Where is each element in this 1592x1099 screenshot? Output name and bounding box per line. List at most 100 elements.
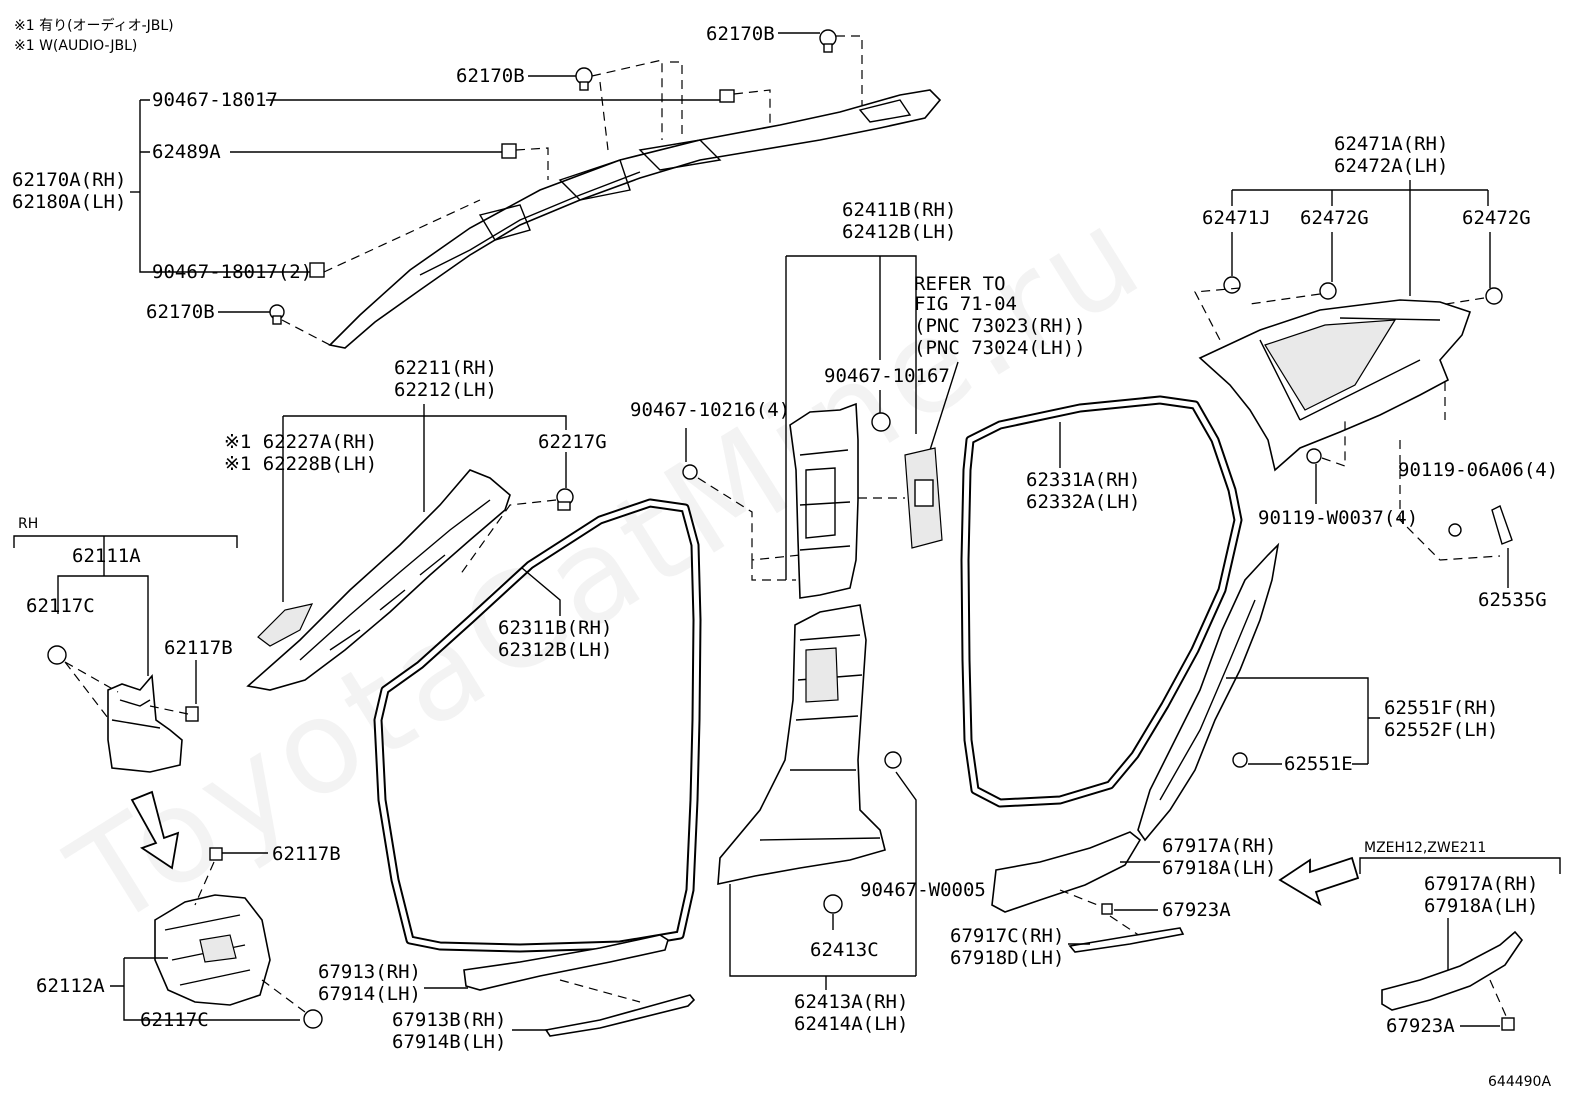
direction-arrow-down: [130, 790, 180, 870]
rear-scuff-plate-variant: [1381, 930, 1524, 1011]
clip-62170b-mid: [575, 67, 593, 91]
clip-62413c: [823, 894, 843, 914]
label-67913-rh: 67913(RH): [318, 961, 421, 983]
diagram-id: 644490A: [1488, 1074, 1551, 1090]
label-62170b-mid: 62170B: [456, 65, 525, 87]
label-90119-06a06: 90119-06A06(4): [1398, 459, 1558, 481]
front-scuff-plate: [463, 934, 669, 991]
refer-line2: FIG 71-04: [914, 293, 1017, 315]
clip-90467-18017: [719, 89, 735, 103]
label-62228b-lh: ※1 62228B(LH): [224, 453, 377, 475]
label-62412b-lh: 62412B(LH): [842, 221, 956, 243]
label-62551f-rh: 62551F(RH): [1384, 697, 1498, 719]
clip-62117c-b: [303, 1009, 323, 1029]
cowl-side-trim-upper: [107, 674, 183, 773]
clip-67923a-b: [1501, 1017, 1515, 1031]
clip-62117b-b: [209, 847, 223, 861]
label-62411b-rh: 62411B(RH): [842, 199, 956, 221]
cowl-side-trim-lower: [154, 894, 271, 1006]
label-62170a-rh: 62170A(RH): [12, 169, 126, 191]
clip-90467-18017-2: [309, 262, 325, 278]
label-90467-18017: 90467-18017: [152, 89, 278, 111]
bracket-62535g: [1491, 505, 1513, 545]
label-62117c-a: 62117C: [26, 595, 95, 617]
direction-arrow-left: [1278, 856, 1360, 907]
label-62471j: 62471J: [1202, 207, 1271, 229]
quarter-trim-upper: [1198, 299, 1472, 472]
refer-line3: (PNC 73023(RH)): [914, 315, 1086, 337]
clip-90119-06a06: [1448, 523, 1462, 537]
label-62472g-b: 62472G: [1462, 207, 1531, 229]
label-90467-10167: 90467-10167: [824, 365, 950, 387]
clip-62217g: [556, 488, 574, 511]
label-62180a-lh: 62180A(LH): [12, 191, 126, 213]
label-62413a-rh: 62413A(RH): [794, 991, 908, 1013]
label-62117b-b: 62117B: [272, 843, 341, 865]
rear-door-weatherstrip: [960, 395, 1243, 808]
label-67914b-lh: 67914B(LH): [392, 1031, 506, 1053]
label-62414a-lh: 62414A(LH): [794, 1013, 908, 1035]
front-pillar-garnish: [246, 469, 511, 691]
label-62170b-low: 62170B: [146, 301, 215, 323]
label-67914-lh: 67914(LH): [318, 983, 421, 1005]
label-90467-w0005: 90467-W0005: [860, 879, 986, 901]
label-62471a-rh: 62471A(RH): [1334, 133, 1448, 155]
label-90119-w0037: 90119-W0037(4): [1258, 507, 1418, 529]
label-62472a-lh: 62472A(LH): [1334, 155, 1448, 177]
clip-90467-10216: [682, 464, 698, 480]
label-67917a-rh-b: 67917A(RH): [1424, 873, 1538, 895]
label-67918a-lh-b: 67918A(LH): [1424, 895, 1538, 917]
label-62472g-a: 62472G: [1300, 207, 1369, 229]
clip-90467-w0005: [884, 751, 902, 769]
label-62552f-lh: 62552F(LH): [1384, 719, 1498, 741]
label-62111a: 62111A: [72, 545, 141, 567]
note-jbl-jp: ※1 有り(オーディオ-JBL): [14, 17, 174, 34]
label-67923a-a: 67923A: [1162, 899, 1231, 921]
label-67917a-rh-a: 67917A(RH): [1162, 835, 1276, 857]
label-62311b-rh: 62311B(RH): [498, 617, 612, 639]
center-pillar-garnish-lower: [717, 604, 886, 886]
clip-62472g-b: [1485, 287, 1503, 305]
clip-62471j: [1223, 276, 1241, 294]
label-62332a-lh: 62332A(LH): [1026, 491, 1140, 513]
label-90467-18017-2: 90467-18017(2): [152, 261, 312, 283]
label-62535g: 62535G: [1478, 589, 1547, 611]
label-62312b-lh: 62312B(LH): [498, 639, 612, 661]
label-62212-lh: 62212(LH): [394, 379, 497, 401]
label-62117c-b: 62117C: [140, 1009, 209, 1031]
quarter-trim-lower: [1137, 542, 1280, 842]
rh-box-title: RH: [18, 516, 38, 532]
clip-62117c-a: [47, 645, 67, 665]
clip-62551e: [1232, 752, 1248, 768]
clip-62170b-low: [269, 304, 285, 325]
label-67918a-lh-a: 67918A(LH): [1162, 857, 1276, 879]
rear-scuff-strip: [1068, 927, 1185, 953]
label-62551e: 62551E: [1284, 753, 1353, 775]
label-62170b-top: 62170B: [706, 23, 775, 45]
label-62112a: 62112A: [36, 975, 105, 997]
clip-90467-10167: [871, 412, 891, 432]
label-67918d-lh: 67918D(LH): [950, 947, 1064, 969]
label-67923a-b: 67923A: [1386, 1015, 1455, 1037]
clip-90119-w0037: [1306, 448, 1322, 464]
label-62211-rh: 62211(RH): [394, 357, 497, 379]
label-67917c-rh: 67917C(RH): [950, 925, 1064, 947]
label-90467-10216: 90467-10216(4): [630, 399, 790, 421]
clip-62170b-top: [819, 29, 837, 53]
label-62117b-a: 62117B: [164, 637, 233, 659]
seatbelt-anchor-cover: [904, 447, 943, 549]
refer-line1: REFER TO: [914, 273, 1006, 295]
note-jbl-en: ※1 W(AUDIO-JBL): [14, 38, 137, 54]
clip-62472g-a: [1319, 282, 1337, 300]
rear-scuff-plate: [991, 831, 1142, 913]
label-62489a: 62489A: [152, 141, 221, 163]
front-scuff-strip: [544, 994, 696, 1037]
roof-side-rail-garnish: [328, 89, 942, 349]
refer-line4: (PNC 73024(LH)): [914, 337, 1086, 359]
label-67913b-rh: 67913B(RH): [392, 1009, 506, 1031]
clip-62489a: [501, 143, 517, 159]
label-62227a-rh: ※1 62227A(RH): [224, 431, 377, 453]
center-pillar-garnish-upper: [789, 402, 859, 599]
